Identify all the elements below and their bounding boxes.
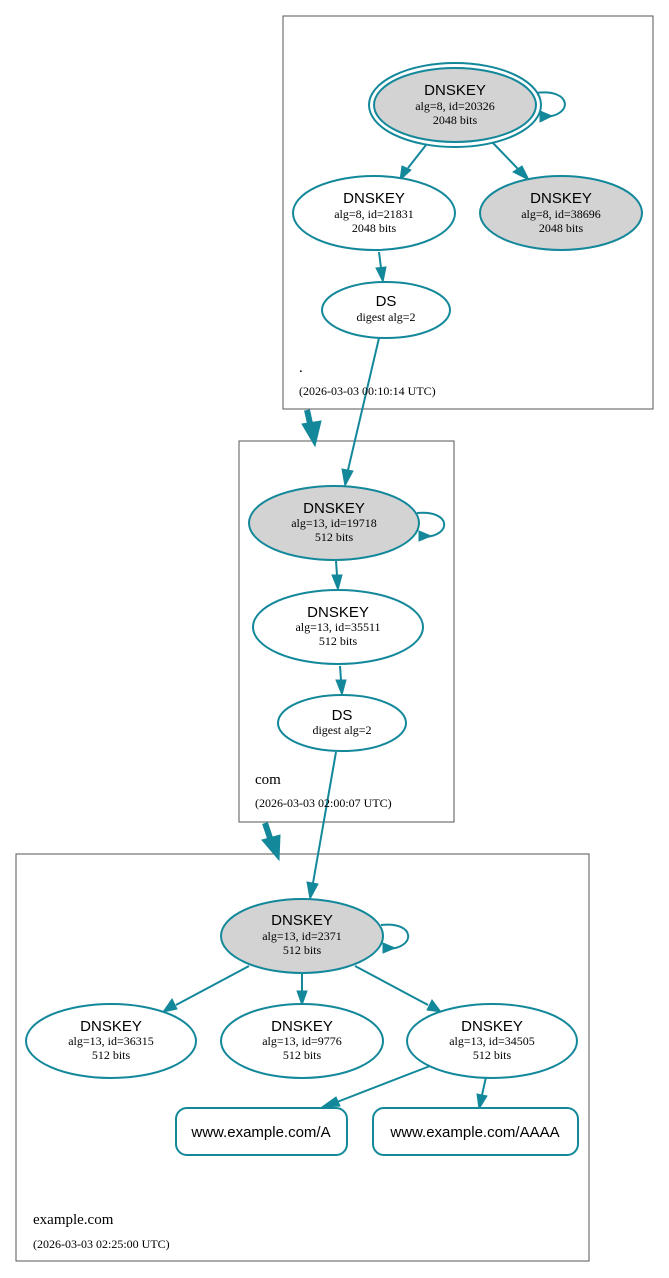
node-title: DNSKEY [271,1018,333,1035]
edges [161,91,566,1111]
node-dnskey-21831: DNSKEY alg=8, id=21831 2048 bits [292,175,456,251]
node-size: 2048 bits [352,221,397,235]
edge-34505-a-head [320,1096,341,1108]
node-size: 2048 bits [539,221,584,235]
node-title: DNSKEY [80,1018,142,1035]
node-title: DS [376,293,397,310]
zone-root-timestamp: (2026-03-03 00:10:14 UTC) [299,384,436,398]
node-detail: alg=13, id=36315 [68,1034,154,1048]
zone-example-timestamp: (2026-03-03 02:25:00 UTC) [33,1237,170,1251]
node-ds-root: DS digest alg=2 [321,281,451,339]
node-dnskey-34505: DNSKEY alg=13, id=34505 512 bits [406,1003,578,1079]
node-size: 2048 bits [433,113,478,127]
edge-2371-36315 [175,965,250,1006]
node-dnskey-2371: DNSKEY alg=13, id=2371 512 bits [220,898,384,974]
node-detail: alg=13, id=2371 [262,929,342,943]
edge-2371-9776-head [296,990,308,1007]
edge-19718-35511-head [331,574,343,592]
node-size: 512 bits [319,634,358,648]
edge-20326-21831 [407,144,427,169]
edge-34505-a [336,1065,431,1103]
edge-35511-comds-head [335,679,347,697]
node-detail: alg=13, id=34505 [449,1034,535,1048]
edge-20326-21831-head [399,165,412,182]
node-title: DNSKEY [271,912,333,929]
edge-rootds-19718 [347,337,380,471]
node-detail: alg=13, id=35511 [295,620,380,634]
edge-rootds-19718-head [341,468,354,488]
node-detail: alg=13, id=19718 [291,516,377,530]
edge-20326-38696 [492,142,520,171]
node-title: www.example.com/A [190,1124,330,1141]
edge-35511-comds [339,665,342,681]
delegation-arrow-com-example [261,822,281,862]
node-detail: digest alg=2 [312,723,371,737]
node-title: DNSKEY [461,1018,523,1035]
zone-example-name: example.com [33,1212,114,1228]
edge-2371-34505-head [426,999,443,1013]
edge-comds-2371 [312,751,337,884]
node-title: DNSKEY [307,604,369,621]
node-detail: digest alg=2 [356,310,415,324]
node-title: DNSKEY [303,500,365,517]
node-title: DS [332,707,353,724]
node-dnskey-9776: DNSKEY alg=13, id=9776 512 bits [220,1003,384,1079]
node-title: DNSKEY [343,190,405,207]
edge-self-loop-19718-head [418,530,433,542]
edge-34505-aaaa-head [476,1093,488,1111]
edge-34505-aaaa [481,1076,487,1096]
edge-2371-36315-head [161,998,178,1013]
node-dnskey-36315: DNSKEY alg=13, id=36315 512 bits [25,1003,197,1079]
node-detail: alg=8, id=21831 [334,207,414,221]
node-size: 512 bits [315,530,354,544]
node-title: DNSKEY [530,190,592,207]
node-detail: alg=8, id=38696 [521,207,601,221]
node-size: 512 bits [473,1048,512,1062]
node-rrset-a: www.example.com/A [175,1107,348,1156]
node-dnskey-38696: DNSKEY alg=8, id=38696 2048 bits [479,175,643,251]
node-dnskey-19718: DNSKEY alg=13, id=19718 512 bits [248,485,420,561]
node-ds-com: DS digest alg=2 [277,694,407,752]
edge-2371-34505 [354,965,429,1006]
zone-root-name: . [299,360,303,376]
zone-com-name: com [255,772,281,788]
node-dnskey-35511: DNSKEY alg=13, id=35511 512 bits [252,589,424,665]
node-detail: alg=13, id=9776 [262,1034,342,1048]
edge-self-loop-20326-head [539,110,554,123]
node-size: 512 bits [283,943,322,957]
edge-21831-rootds [378,251,382,269]
node-dnskey-20326: DNSKEY alg=8, id=20326 2048 bits [368,62,542,148]
node-title: DNSKEY [424,82,486,99]
node-detail: alg=8, id=20326 [415,99,495,113]
edge-21831-rootds-head [375,266,387,284]
node-rrset-aaaa: www.example.com/AAAA [372,1107,579,1156]
node-title: www.example.com/AAAA [389,1124,559,1141]
node-size: 512 bits [92,1048,131,1062]
edge-comds-2371-head [306,881,319,901]
zone-com-timestamp: (2026-03-03 02:00:07 UTC) [255,796,392,810]
delegation-arrow-root-com [301,409,322,448]
node-size: 512 bits [283,1048,322,1062]
edge-self-loop-2371-head [382,942,397,954]
edge-19718-35511 [335,560,338,576]
edge-20326-38696-head [512,165,531,182]
